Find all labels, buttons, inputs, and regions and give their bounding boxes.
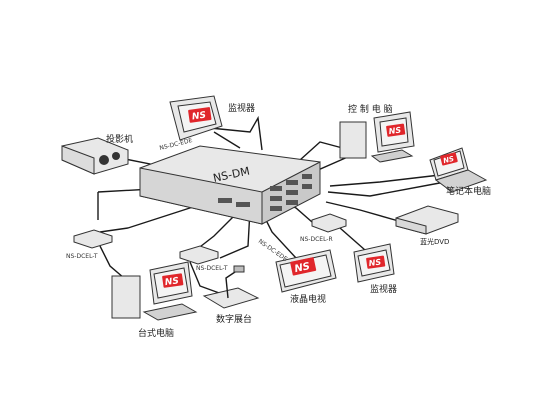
dvd-label: 蓝光DVD: [420, 237, 449, 246]
logo-text: NS: [164, 276, 179, 288]
lcd-tv: NS 液晶电视 NS-DC-EDE: [257, 238, 337, 305]
converter-right: NS-DCEL-R: [300, 213, 347, 243]
projector-cable-label: NS-DC-EDE: [159, 137, 194, 152]
lcd-cable-label: NS-DC-EDE: [257, 238, 289, 263]
desktop-pc-logo: NS: [162, 273, 184, 288]
laptop-logo: NS: [440, 152, 458, 166]
monitor-top-label: 监视器: [228, 102, 255, 114]
bluray-dvd: 蓝光DVD: [395, 205, 459, 246]
converter-center-label: NS-DCEL-T: [196, 265, 228, 272]
logo-text: NS: [442, 155, 455, 165]
logo-text: NS: [388, 125, 402, 136]
lcd-tv-logo: NS: [290, 257, 317, 276]
converter-left: NS-DCEL-T: [66, 229, 113, 260]
control-pc-logo: NS: [386, 123, 406, 137]
laptop-label: 笔记本电脑: [446, 185, 491, 197]
matrix-switcher-ns-dm: NS-DM: [139, 145, 321, 225]
laptop: NS 笔记本电脑: [429, 147, 491, 197]
logo-text: NS: [368, 257, 382, 268]
monitor-right: NS 监视器: [353, 243, 397, 295]
control-pc-label: 控 制 电 脑: [348, 103, 393, 115]
lcd-tv-label: 液晶电视: [290, 293, 326, 305]
matrix-ports: [218, 174, 312, 211]
converter-center: NS-DCEL-T: [179, 245, 228, 272]
projector: 投影机: [61, 133, 133, 175]
visualizer-label: 数字展台: [216, 313, 252, 325]
document-camera: 数字展台: [202, 265, 260, 325]
desktop-pc-label: 台式电脑: [138, 327, 174, 339]
logo-text: NS: [294, 261, 312, 275]
converter-left-label: NS-DCEL-T: [66, 253, 98, 260]
monitor-top-logo: NS: [188, 107, 212, 123]
monitor-top: NS 监视器: [169, 95, 255, 141]
logo-text: NS: [191, 111, 206, 123]
converter-right-label: NS-DCEL-R: [300, 236, 333, 243]
projector-label: 投影机: [106, 133, 133, 145]
connection-wires: [97, 115, 446, 295]
desktop-pc: NS 台式电脑: [111, 261, 198, 339]
control-pc: NS 控 制 电 脑: [339, 103, 415, 163]
monitor-right-logo: NS: [366, 255, 386, 269]
monitor-right-label: 监视器: [370, 283, 397, 295]
